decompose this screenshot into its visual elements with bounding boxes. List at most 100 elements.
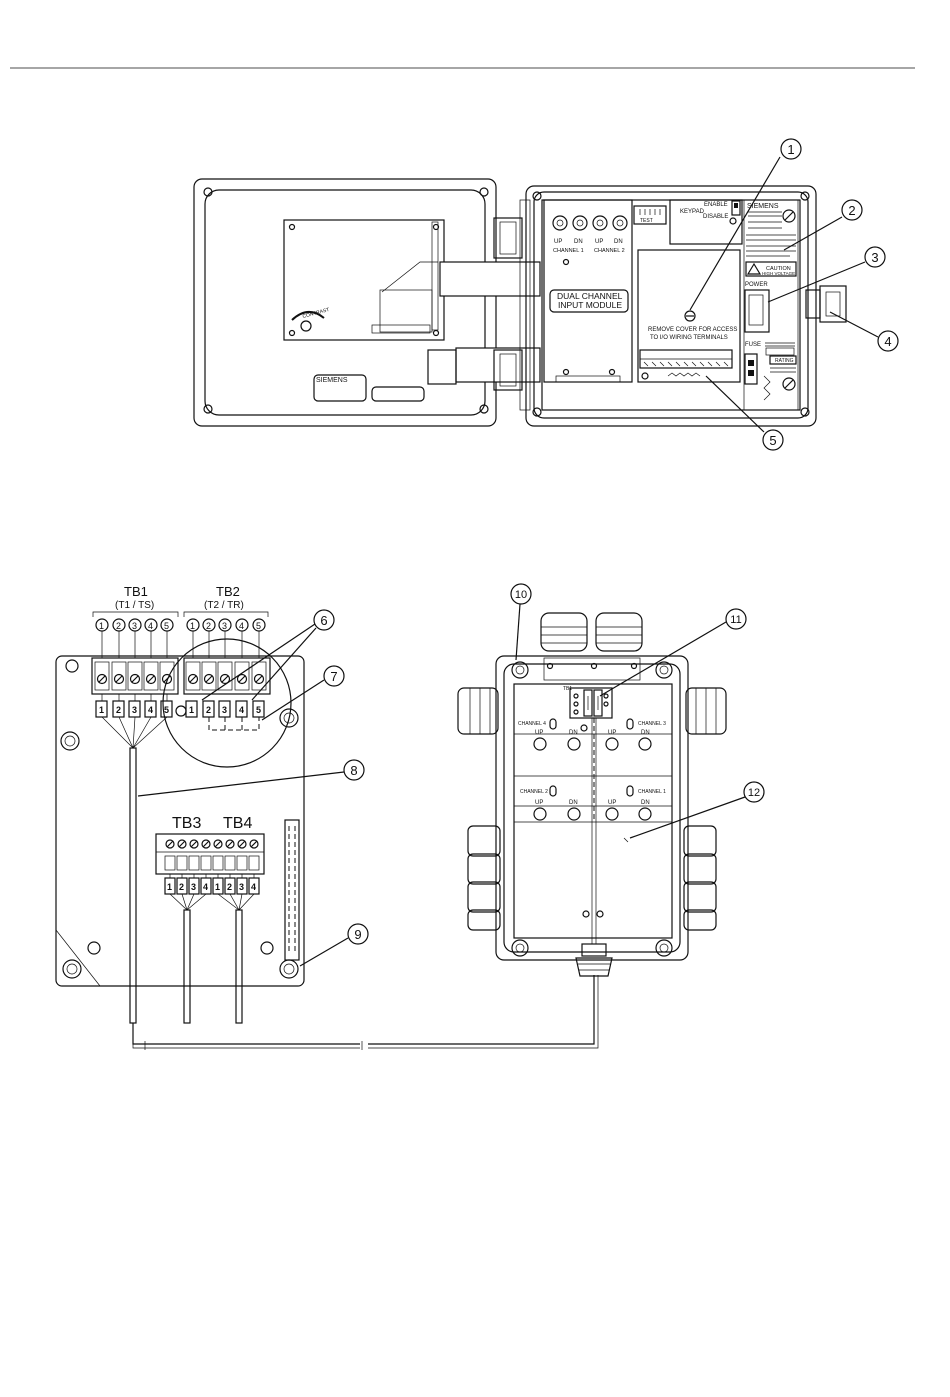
module-label-box xyxy=(549,289,629,313)
svg-text:CHANNEL 1: CHANNEL 1 xyxy=(638,789,666,795)
svg-text:5: 5 xyxy=(256,705,261,715)
svg-text:1: 1 xyxy=(99,705,104,715)
warning-icon xyxy=(746,262,762,275)
svg-text:RATING: RATING xyxy=(775,358,794,364)
interconnect-cable xyxy=(132,975,599,1050)
svg-text:4: 4 xyxy=(251,882,256,892)
callout-12: 12 xyxy=(629,781,765,839)
svg-text:CHANNEL 4: CHANNEL 4 xyxy=(518,721,546,727)
callout-7: 7 xyxy=(261,665,345,721)
svg-text:UP: UP xyxy=(535,730,543,736)
svg-text:CHANNEL 1: CHANNEL 1 xyxy=(553,248,584,254)
svg-text:3: 3 xyxy=(191,882,196,892)
svg-text:3: 3 xyxy=(132,621,137,631)
svg-text:DN: DN xyxy=(569,800,578,806)
svg-text:CHANNEL 2: CHANNEL 2 xyxy=(520,789,548,795)
contrast-arc-icon xyxy=(291,311,325,321)
enclosure-body: UP DN UP DN CHANNEL 1 CHANNEL 2 DUAL CHA… xyxy=(525,185,847,427)
hinges xyxy=(493,199,531,411)
tb2-jumper xyxy=(208,717,260,731)
callout-4: 4 xyxy=(829,311,899,352)
tb2-wire-tags: 1 2 3 4 5 xyxy=(185,700,265,718)
svg-text:CHANNEL 3: CHANNEL 3 xyxy=(638,721,666,727)
tb3-cable xyxy=(183,909,191,1024)
ribbon-cable-upper xyxy=(439,261,541,297)
io-cover xyxy=(637,249,741,383)
tb3-wire-tags: 1 2 3 4 xyxy=(164,877,212,895)
tb1-label: TB1 xyxy=(124,584,148,599)
svg-text:9: 9 xyxy=(354,927,361,942)
power-switch[interactable] xyxy=(744,289,770,333)
tb1-cable xyxy=(129,747,137,1024)
svg-text:2: 2 xyxy=(848,203,855,218)
tb4-label: TB4 xyxy=(223,815,252,832)
remove-cover-text-1: REMOVE COVER FOR ACCESS xyxy=(648,327,737,333)
tb1-circled-numbers: 1 2 3 4 5 xyxy=(95,618,174,632)
svg-text:3: 3 xyxy=(222,621,227,631)
svg-text:1: 1 xyxy=(167,882,172,892)
svg-text:3: 3 xyxy=(239,882,244,892)
callout-5: 5 xyxy=(705,375,784,451)
svg-text:DN: DN xyxy=(641,800,650,806)
tb4-cable xyxy=(235,909,243,1024)
svg-text:DN: DN xyxy=(569,730,578,736)
svg-text:2: 2 xyxy=(206,621,211,631)
callout-1: 1 xyxy=(689,138,802,311)
callout-3: 3 xyxy=(767,246,886,303)
svg-text:DISABLE: DISABLE xyxy=(703,214,728,220)
svg-text:TB1: TB1 xyxy=(563,686,572,692)
svg-text:UP: UP xyxy=(554,239,562,245)
keypad-switch[interactable] xyxy=(731,200,741,216)
svg-text:TEST: TEST xyxy=(640,218,653,224)
svg-text:3: 3 xyxy=(132,705,137,715)
tb2-sublabel: (T2 / TR) xyxy=(204,600,244,611)
svg-text:4: 4 xyxy=(148,705,153,715)
svg-text:1: 1 xyxy=(190,621,195,631)
tb3-tb4-block xyxy=(155,833,265,875)
tb2-block xyxy=(183,657,271,695)
svg-text:2: 2 xyxy=(227,882,232,892)
tb2-circled-numbers: 1 2 3 4 5 xyxy=(186,618,266,632)
svg-text:5: 5 xyxy=(769,433,776,448)
svg-text:DN: DN xyxy=(614,239,623,245)
svg-text:UP: UP xyxy=(608,730,616,736)
callout-6: 6 xyxy=(201,609,335,701)
svg-text:2: 2 xyxy=(116,705,121,715)
svg-text:4: 4 xyxy=(239,621,244,631)
caution-label xyxy=(745,261,797,277)
cover-screw-icon xyxy=(684,310,696,322)
svg-text:DN: DN xyxy=(574,239,583,245)
svg-text:CAUTION: CAUTION xyxy=(766,266,791,272)
module-title-1: DUAL CHANNEL xyxy=(557,291,623,301)
junction-board xyxy=(513,683,673,939)
fuse-holder xyxy=(744,353,758,385)
tb3-label: TB3 xyxy=(172,815,201,832)
junction-terminal-block xyxy=(569,687,613,719)
svg-text:2: 2 xyxy=(179,882,184,892)
tb1-sublabel: (T1 / TS) xyxy=(115,600,154,611)
tb4-wire-tags: 1 2 3 4 xyxy=(212,877,260,895)
svg-text:4: 4 xyxy=(203,882,208,892)
svg-text:6: 6 xyxy=(320,613,327,628)
svg-text:UP: UP xyxy=(595,239,603,245)
svg-text:HIGH VOLTAGE: HIGH VOLTAGE xyxy=(762,271,795,276)
svg-text:2: 2 xyxy=(206,705,211,715)
svg-text:1: 1 xyxy=(787,142,794,157)
callout-10: 10 xyxy=(510,583,532,661)
edge-connector xyxy=(284,819,300,961)
svg-text:UP: UP xyxy=(608,800,616,806)
bottom-gland xyxy=(575,957,613,977)
module-title-2: INPUT MODULE xyxy=(558,300,622,310)
svg-text:7: 7 xyxy=(330,669,337,684)
contrast-knob-icon xyxy=(300,320,312,332)
svg-text:3: 3 xyxy=(222,705,227,715)
callout-8: 8 xyxy=(137,759,365,797)
test-connector xyxy=(633,205,667,225)
svg-text:UP: UP xyxy=(535,800,543,806)
svg-text:1: 1 xyxy=(99,621,104,631)
svg-text:ENABLE: ENABLE xyxy=(704,202,728,208)
tb2-label: TB2 xyxy=(216,584,240,599)
ribbon-cable-lower xyxy=(455,347,541,383)
